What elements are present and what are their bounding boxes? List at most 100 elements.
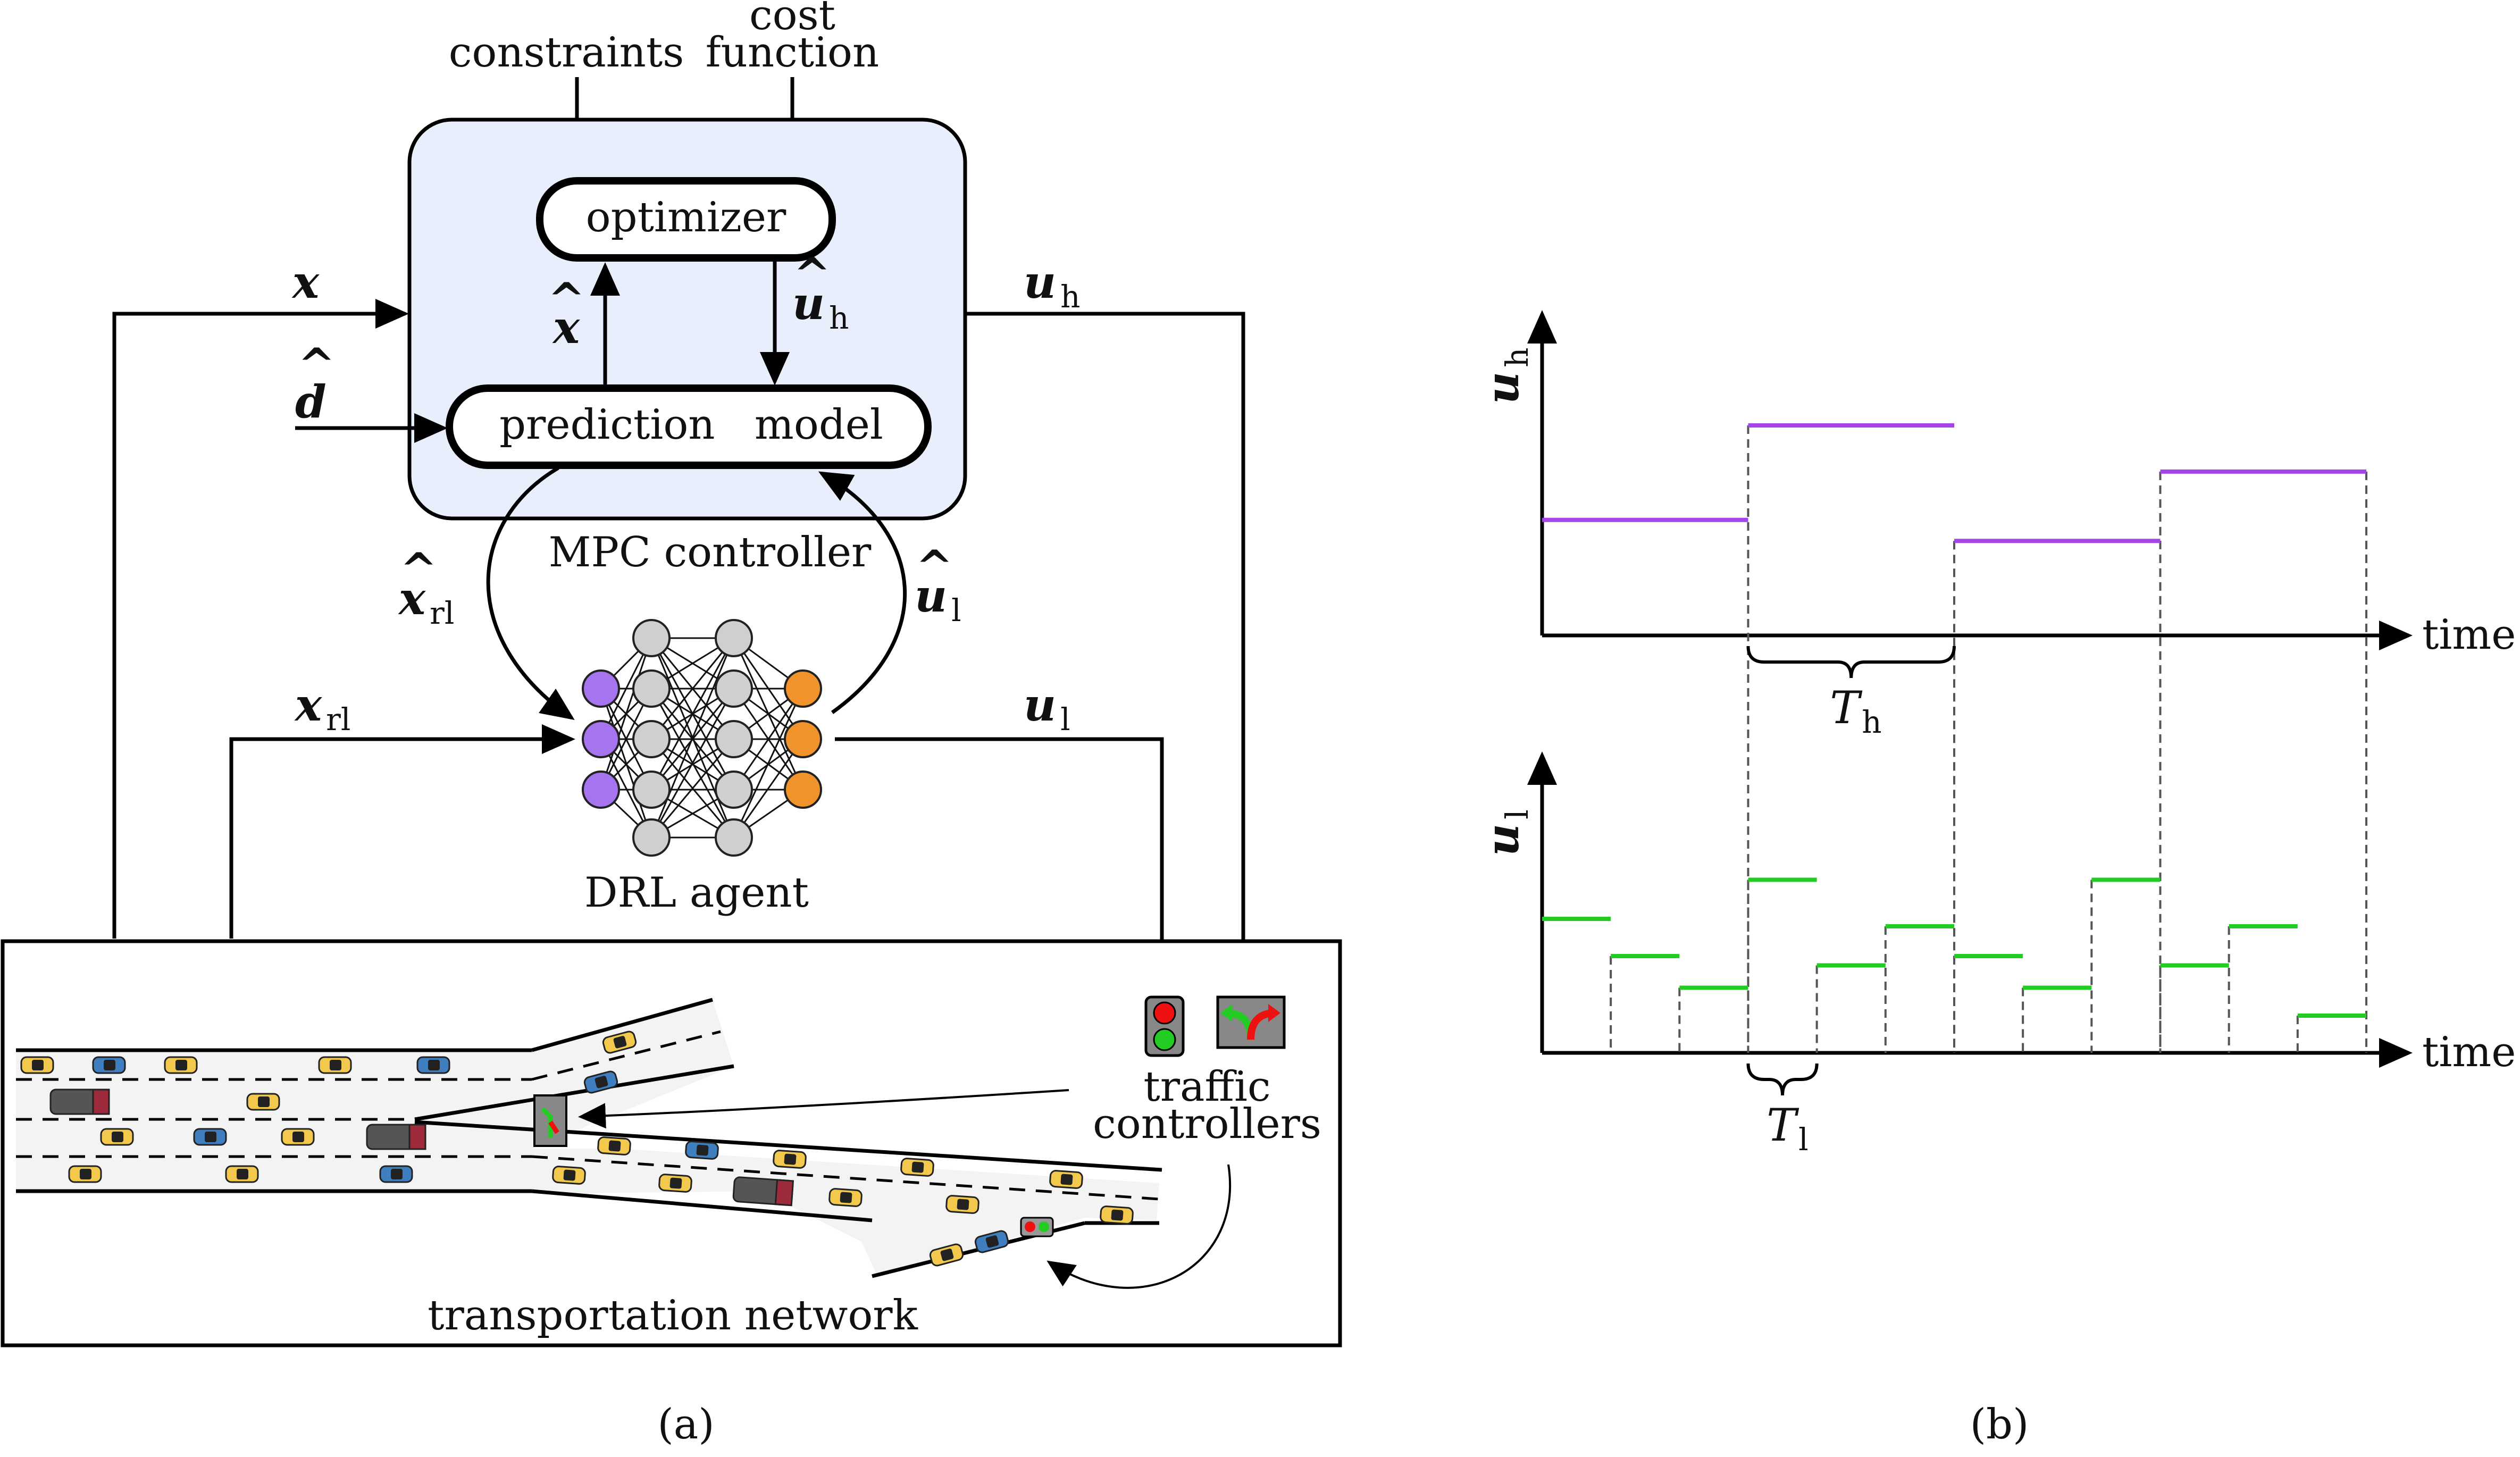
truck-cab xyxy=(92,1088,110,1115)
u-l-line xyxy=(835,737,1177,990)
ramp-meter-road xyxy=(1020,1217,1054,1237)
vehicle-window xyxy=(1060,1174,1073,1185)
vehicle-window xyxy=(292,1132,304,1142)
u-hat-l-hat: ^ xyxy=(916,540,953,593)
truck xyxy=(49,1088,110,1115)
cost-label: cost xyxy=(749,0,835,39)
u-hat-l-arrow xyxy=(818,471,907,714)
nn-output-neuron xyxy=(784,669,822,708)
car xyxy=(100,1128,134,1146)
nn-hidden-neuron xyxy=(715,619,753,657)
nn-connection xyxy=(650,739,735,838)
vehicle-window xyxy=(784,1153,797,1165)
panel-a: constraints cost function optimizer pred… xyxy=(1,0,1342,1448)
nn-output-neuron xyxy=(784,771,822,809)
prediction-model-box xyxy=(446,384,932,469)
x-hat-label: x xyxy=(552,301,580,354)
x-label: x xyxy=(291,256,320,308)
d-hat-label: d xyxy=(295,375,326,428)
d-hat-hat: ^ xyxy=(298,338,335,391)
nn-connection xyxy=(650,688,735,838)
car xyxy=(68,1165,102,1183)
u-hat-h-hat: ^ xyxy=(793,248,831,300)
period-subscript-h: h xyxy=(1862,704,1881,740)
nn-connection xyxy=(600,688,652,838)
y-axis-label: ul xyxy=(1476,809,1535,856)
vehicle-window xyxy=(330,1060,341,1070)
car xyxy=(225,1165,259,1183)
truck-cab xyxy=(408,1124,426,1150)
vehicle-window xyxy=(237,1169,248,1179)
nn-hidden-neuron xyxy=(632,771,671,809)
constraints-label: constraints xyxy=(449,29,684,77)
car xyxy=(281,1128,315,1146)
vehicle-window xyxy=(840,1192,852,1203)
nn-hidden-neuron xyxy=(715,818,753,857)
nn-hidden-neuron xyxy=(715,771,753,809)
car xyxy=(92,1056,126,1074)
nn-hidden-neuron xyxy=(632,720,671,758)
vehicle-window xyxy=(608,1140,621,1152)
prediction-model-label: prediction model xyxy=(499,401,883,449)
vehicle-window xyxy=(940,1249,954,1261)
car xyxy=(1100,1205,1134,1225)
traffic-label: traffic xyxy=(1143,1063,1270,1111)
nn-hidden-neuron xyxy=(632,669,671,708)
period-label-l: Tl xyxy=(1766,1099,1809,1158)
period-label-h: Th xyxy=(1830,682,1881,740)
vehicle-window xyxy=(563,1169,576,1181)
car xyxy=(658,1174,692,1193)
period-subscript-l: l xyxy=(1798,1121,1809,1158)
x-rl-line xyxy=(229,724,575,939)
vehicle-window xyxy=(104,1060,115,1070)
car xyxy=(597,1136,631,1155)
nn-hidden-neuron xyxy=(632,619,671,657)
vehicles xyxy=(20,1031,1134,1267)
vehicle-window xyxy=(80,1169,91,1179)
car xyxy=(20,1056,54,1074)
vehicle-window xyxy=(985,1235,999,1248)
vehicle-window xyxy=(957,1199,969,1210)
period-brace-h xyxy=(1746,646,1956,679)
drl-neural-network xyxy=(582,619,822,857)
vehicle-window xyxy=(428,1060,440,1070)
drl-agent-title: DRL agent xyxy=(584,869,809,917)
period-symbol-h: T xyxy=(1830,682,1863,734)
nn-hidden-neuron xyxy=(632,818,671,857)
period-symbol-l: T xyxy=(1766,1099,1799,1151)
x-hat-rl-hat: ^ xyxy=(400,543,437,596)
nn-hidden-neuron xyxy=(715,669,753,708)
nn-connection xyxy=(733,739,804,838)
vehicle-window xyxy=(613,1036,627,1049)
time-label: time xyxy=(2422,611,2516,659)
truck xyxy=(732,1176,794,1207)
road-network xyxy=(16,998,1162,1278)
nn-connection xyxy=(650,638,735,740)
panel-b-caption: (b) xyxy=(1970,1401,2029,1448)
vehicle-window xyxy=(175,1060,187,1070)
truck xyxy=(366,1124,426,1150)
vehicle-window xyxy=(112,1132,123,1142)
truck-cab xyxy=(774,1179,794,1207)
x-hat-hat: ^ xyxy=(548,273,585,325)
vehicle-window xyxy=(696,1144,709,1156)
car xyxy=(416,1056,450,1074)
car xyxy=(773,1150,807,1169)
vehicle-window xyxy=(595,1076,608,1088)
y-axis-symbol: u xyxy=(1476,372,1529,404)
y-axis-subscript: h xyxy=(1499,348,1535,367)
car xyxy=(945,1195,979,1214)
car xyxy=(974,1230,1009,1253)
car xyxy=(828,1188,863,1207)
road-edge-bottom-right xyxy=(531,1189,873,1222)
y-axis-symbol: u xyxy=(1476,824,1529,856)
road-edge-branch-top xyxy=(531,998,713,1052)
